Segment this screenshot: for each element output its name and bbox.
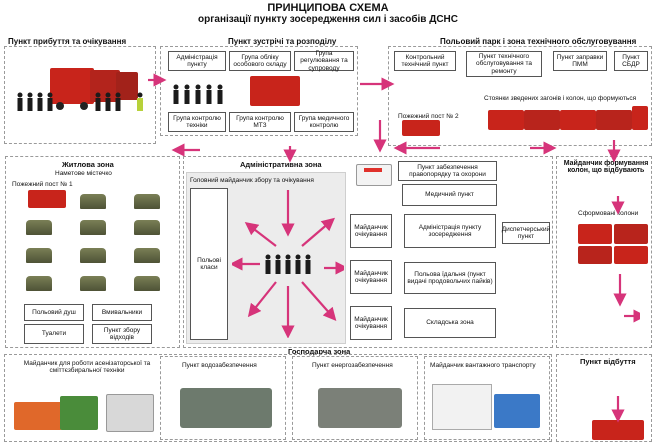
- dispatch-box: Диспетчерський пункт: [502, 222, 550, 244]
- canteen-box: Польова їдальня (пункт видачі продовольч…: [404, 262, 496, 294]
- washbasins-box: Вмивальники: [92, 304, 152, 321]
- fire-trucks-arrival: [50, 64, 148, 110]
- waiting-area-3-box: Майданчик очікування: [350, 306, 392, 340]
- power-supply-zone: [292, 356, 418, 440]
- departure-zone: [556, 354, 652, 442]
- departure-header: Пункт відбуття: [580, 357, 636, 366]
- technical-control-box: Контрольний технічний пункт: [394, 51, 456, 71]
- fire-truck-meeting: [250, 76, 300, 106]
- personnel-group-meeting: [173, 84, 223, 104]
- field-park-zone: [388, 46, 652, 146]
- parked-trucks-row: [488, 106, 648, 132]
- maintenance-box: Пункт технічного обслуговування та ремон…: [466, 51, 542, 77]
- sanitation-trucks: [14, 386, 154, 438]
- medical-control-box: Група медичного контролю: [294, 112, 354, 132]
- medical-point-box: Медичний пункт: [402, 184, 497, 206]
- cargo-trucks: [432, 384, 542, 434]
- center-arrows: [232, 190, 344, 338]
- formed-columns-label: Сформовані колони: [578, 210, 639, 217]
- diagram-title: ПРИНЦИПОВА СХЕМА: [267, 2, 389, 14]
- waste-collection-box: Пункт збору відходів: [92, 324, 152, 344]
- meeting-header: Пункт зустрічі та розподілу: [228, 37, 337, 46]
- admin-zone: [183, 156, 553, 348]
- cargo-transport-label: Майданчик вантажного транспорту: [430, 362, 536, 369]
- formation-zone: [556, 156, 652, 348]
- water-supply-zone: [160, 356, 286, 440]
- field-shower-box: Польовий душ: [24, 304, 84, 321]
- power-supply-label: Пункт енергозабезпечення: [312, 362, 393, 369]
- tent-grid: [22, 190, 172, 300]
- meeting-admin-box: Адміністрація пункту: [168, 51, 226, 71]
- arrival-header: Пункт прибуття та очікування: [8, 37, 127, 46]
- departing-trucks: [592, 420, 644, 440]
- residential-zone: [5, 156, 180, 348]
- formed-trucks: [578, 222, 650, 266]
- formation-header: Майданчик формування колон, що відбувают…: [563, 160, 649, 174]
- admin-zone-header: Адміністративна зона: [240, 160, 322, 169]
- main-assembly-label: Головний майданчик збору та очікування: [190, 177, 314, 184]
- mtz-control-box: Група контролю МТЗ: [229, 112, 291, 132]
- fire-truck-post-1: [28, 190, 66, 208]
- meeting-zone: [160, 46, 358, 136]
- fuel-station-box: Пункт заправки ПММ: [553, 51, 607, 71]
- equipment-control-box: Група контролю техніки: [168, 112, 226, 132]
- traffic-control-box: Група регулювання та супроводу: [294, 50, 354, 72]
- fire-truck-post-2: [402, 120, 440, 136]
- ambulance-area: [352, 158, 398, 188]
- residential-header: Житлова зона: [62, 160, 114, 169]
- field-park-header: Польовий парк і зона технічного обслугов…: [440, 37, 637, 46]
- power-generator: [318, 388, 402, 428]
- tents-label: Наметове містечко: [55, 170, 112, 177]
- sbdr-box: Пункт СБДР: [614, 51, 648, 71]
- fire-post-2-label: Пожежний пост № 2: [398, 113, 459, 120]
- security-box: Пункт забезпечення правопорядку та охоро…: [398, 161, 497, 181]
- fire-post-1-label: Пожежний пост № 1: [12, 181, 73, 188]
- waiting-area-2-box: Майданчик очікування: [350, 260, 392, 294]
- field-classes-box: Польові класи: [190, 188, 228, 340]
- economic-zone: [4, 354, 552, 442]
- formation-down-arrows: [613, 274, 640, 323]
- warehouse-box: Складська зона: [404, 308, 496, 338]
- cargo-zone: [424, 356, 550, 440]
- administration-box: Адміністрація пункту зосередження: [404, 214, 496, 248]
- personnel-accounting-box: Група обліку особового складу: [229, 51, 291, 71]
- personnel-group-center: [265, 254, 311, 274]
- water-truck: [180, 388, 272, 428]
- arrival-zone: [4, 46, 156, 144]
- personnel-group-arrival: [17, 92, 143, 111]
- parking-label: Стоянки зведених загонів і колон, що фор…: [484, 95, 637, 102]
- waiting-area-1-box: Майданчик очікування: [350, 214, 392, 248]
- economic-zone-header: Господарча зона: [288, 347, 351, 356]
- water-supply-label: Пункт водозабезпечення: [182, 362, 257, 369]
- toilets-box: Туалети: [24, 324, 84, 344]
- diagram-subtitle: організації пункту зосередження сил і за…: [198, 14, 458, 25]
- sanitation-area-label: Майданчик для роботи асенізаторської та …: [23, 360, 151, 374]
